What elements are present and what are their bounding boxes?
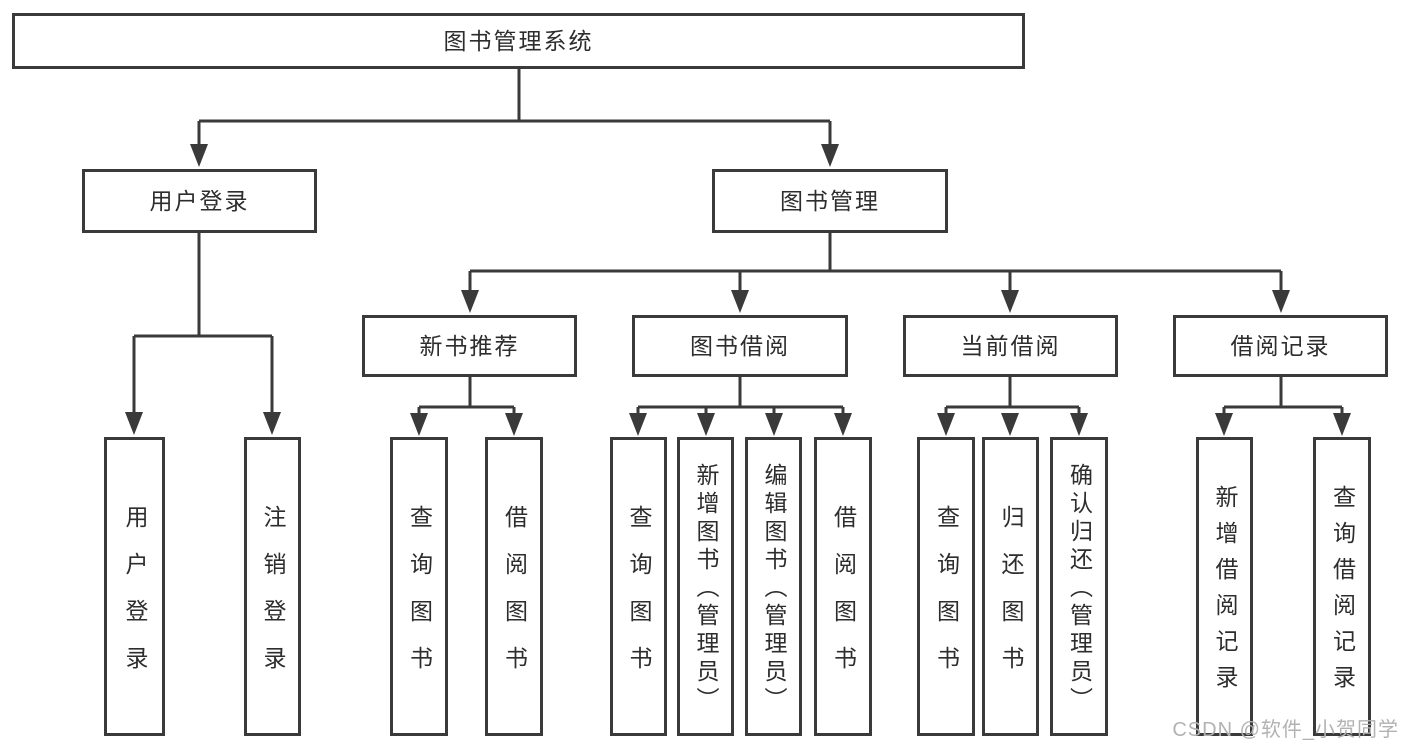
node-user-login: 用户登录 (82, 169, 317, 233)
leaf-confirm-return: 确认归还（管理员） (1050, 437, 1108, 736)
leaf-borrow-books-rec-label: 借阅图书 (501, 504, 528, 693)
node-book-management: 图书管理 (712, 169, 948, 233)
leaf-edit-books-admin-label: 编辑图书（管理员） (761, 463, 787, 715)
node-borrowing-records: 借阅记录 (1173, 315, 1388, 377)
leaf-confirm-return-label: 确认归还（管理员） (1066, 463, 1093, 715)
leaf-query-books-current: 查询图书 (917, 437, 975, 736)
node-book-borrowing-label: 图书借阅 (690, 332, 790, 359)
leaf-add-books-admin: 新增图书（管理员） (677, 437, 734, 736)
leaf-user-login: 用户登录 (104, 437, 165, 736)
leaf-user-login-label: 用户登录 (122, 504, 148, 693)
leaf-add-borrow-record: 新增借阅记录 (1196, 437, 1253, 736)
leaf-logout: 注销登录 (244, 437, 301, 736)
node-root: 图书管理系统 (12, 13, 1025, 69)
node-new-book-recommend: 新书推荐 (362, 315, 577, 377)
leaf-edit-books-admin: 编辑图书（管理员） (745, 437, 802, 736)
leaf-query-books-rec: 查询图书 (390, 437, 448, 736)
watermark-csdn: CSDN @软件_小贺同学 (1172, 719, 1399, 741)
leaf-borrow-books-label: 借阅图书 (830, 504, 857, 693)
leaf-query-books-borrow-label: 查询图书 (626, 504, 652, 693)
leaf-query-borrow-record-label: 查询借阅记录 (1329, 485, 1356, 701)
leaf-query-books-current-label: 查询图书 (933, 504, 960, 693)
node-book-borrowing: 图书借阅 (632, 315, 848, 377)
arrowheads (125, 144, 1351, 436)
node-new-book-recommend-label: 新书推荐 (419, 332, 520, 359)
leaf-return-books-label: 归还图书 (998, 504, 1024, 693)
node-root-label: 图书管理系统 (443, 27, 594, 54)
leaf-borrow-books: 借阅图书 (814, 437, 872, 736)
leaf-query-books-rec-label: 查询图书 (406, 504, 433, 693)
node-current-borrowing: 当前借阅 (903, 315, 1118, 377)
leaf-borrow-books-rec: 借阅图书 (485, 437, 543, 736)
node-current-borrowing-label: 当前借阅 (960, 332, 1061, 359)
leaf-return-books: 归还图书 (982, 437, 1039, 736)
leaf-add-borrow-record-label: 新增借阅记录 (1212, 485, 1238, 701)
node-user-login-label: 用户登录 (149, 187, 250, 214)
node-borrowing-records-label: 借阅记录 (1230, 332, 1331, 359)
leaf-logout-label: 注销登录 (260, 504, 286, 693)
node-book-management-label: 图书管理 (780, 187, 880, 214)
leaf-add-books-admin-label: 新增图书（管理员） (693, 463, 719, 715)
leaf-query-borrow-record: 查询借阅记录 (1313, 437, 1371, 736)
leaf-query-books-borrow: 查询图书 (610, 437, 667, 736)
